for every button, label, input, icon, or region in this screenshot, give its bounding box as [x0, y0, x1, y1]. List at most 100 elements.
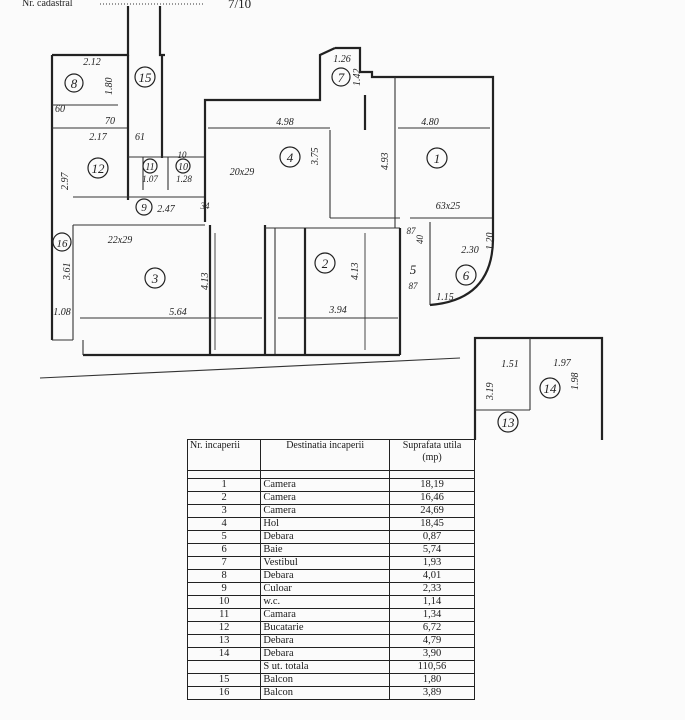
room-surface: 16,46 — [389, 491, 475, 505]
dim-label: 2.30 — [461, 245, 479, 256]
room-nr: 4 — [186, 517, 262, 531]
dim-label: 1.98 — [570, 373, 581, 391]
room-destination: Camara — [260, 608, 391, 622]
dim-label: 1.42 — [352, 69, 363, 87]
room-number: 4 — [287, 150, 294, 165]
room-nr: 2 — [186, 491, 262, 505]
room-number: 6 — [463, 268, 470, 283]
room-destination: Balcon — [260, 673, 391, 687]
room-number: 7 — [338, 70, 345, 85]
room-destination: Culoar — [260, 582, 391, 596]
wall — [429, 215, 495, 307]
room-destination: Camera — [260, 491, 391, 505]
room-number: 9 — [141, 202, 147, 214]
dim-label: 1.20 — [485, 233, 496, 251]
room-nr: 12 — [186, 621, 262, 635]
ground-line — [39, 357, 461, 379]
dim-label: 3.94 — [328, 305, 347, 316]
room-nr: 7 — [186, 556, 262, 570]
room-surface: 1,93 — [389, 556, 475, 570]
room-destination: Debara — [260, 530, 391, 544]
room-nr: 10 — [186, 595, 262, 609]
room-number: 2 — [322, 256, 329, 271]
dim-label: 2.47 — [157, 204, 176, 215]
col-header-surface: Suprafata utila (mp) — [389, 439, 475, 471]
dim-label: 1.51 — [501, 359, 519, 370]
dim-label: 1.80 — [104, 78, 115, 96]
room-marker — [87, 157, 109, 179]
room-number: 16 — [57, 238, 69, 250]
room-surface: 6,72 — [389, 621, 475, 635]
room-nr: 16 — [186, 686, 262, 700]
room-markers: 1 2 3 4 5 6 7 8 9 10 11 12 13 14 15 16 — [52, 66, 561, 433]
room-surface: 18,19 — [389, 478, 475, 492]
room-nr: 11 — [186, 608, 262, 622]
room-marker — [52, 232, 72, 252]
room-destination: Camera — [260, 504, 391, 518]
room-number: 3 — [151, 271, 159, 286]
wall — [158, 6, 165, 57]
wall — [203, 47, 336, 222]
room-destination: w.c. — [260, 595, 391, 609]
dim-label: 61 — [135, 132, 145, 143]
dim-label: 4.13 — [350, 263, 361, 281]
dim-label: 3.61 — [62, 263, 73, 282]
col-header-destination: Destinatia incaperii — [260, 439, 391, 471]
wall — [473, 336, 604, 440]
room-surface: 1,34 — [389, 608, 475, 622]
room-destination: Debara — [260, 647, 391, 661]
room-nr: 8 — [186, 569, 262, 583]
room-surface: 5,74 — [389, 543, 475, 557]
room-marker — [64, 73, 84, 93]
dim-label: 10 — [178, 150, 188, 160]
room-nr: 15 — [186, 673, 262, 687]
dim-label: 2.97 — [60, 172, 71, 191]
room-nr: 3 — [186, 504, 262, 518]
dim-label: 2.12 — [83, 57, 101, 68]
room-destination: Camera — [260, 478, 391, 492]
cadastral-label: Nr. cadastral — [22, 0, 73, 9]
total-surface: 110,56 — [389, 660, 475, 674]
room-area-table: Nr. incaperii Destinatia incaperii Supra… — [186, 439, 475, 700]
room-nr: 5 — [186, 530, 262, 544]
room-nr: 9 — [186, 582, 262, 596]
room-marker — [314, 252, 336, 274]
wall — [52, 6, 130, 57]
dim-label: 3.75 — [310, 148, 321, 167]
room-number: 11 — [145, 162, 154, 173]
room-destination: Baie — [260, 543, 391, 557]
room-marker — [497, 411, 519, 433]
dim-label: 1.15 — [436, 292, 454, 303]
room-number: 14 — [544, 381, 558, 396]
dim-label: 5.64 — [169, 307, 187, 318]
room-marker — [426, 147, 448, 169]
table-header-row: Nr. incaperii Destinatia incaperii Supra… — [186, 439, 475, 471]
room-marker — [142, 158, 158, 174]
room-surface: 1,14 — [389, 595, 475, 609]
room-marker — [279, 146, 301, 168]
dim-label: 87 — [409, 281, 419, 291]
room-number: 5 — [410, 262, 417, 277]
dim-label: 4.80 — [421, 117, 439, 128]
room-nr: 6 — [186, 543, 262, 557]
room-number: 13 — [502, 415, 516, 430]
floor-plan: Nr. cadastral 7/10 1 — [22, 0, 604, 440]
room-marker — [539, 377, 561, 399]
total-label: S ut. totala — [260, 660, 391, 674]
dim-label: 1.07 — [142, 174, 158, 184]
dim-label: 3.19 — [485, 383, 496, 402]
dim-label: 40 — [415, 235, 425, 245]
